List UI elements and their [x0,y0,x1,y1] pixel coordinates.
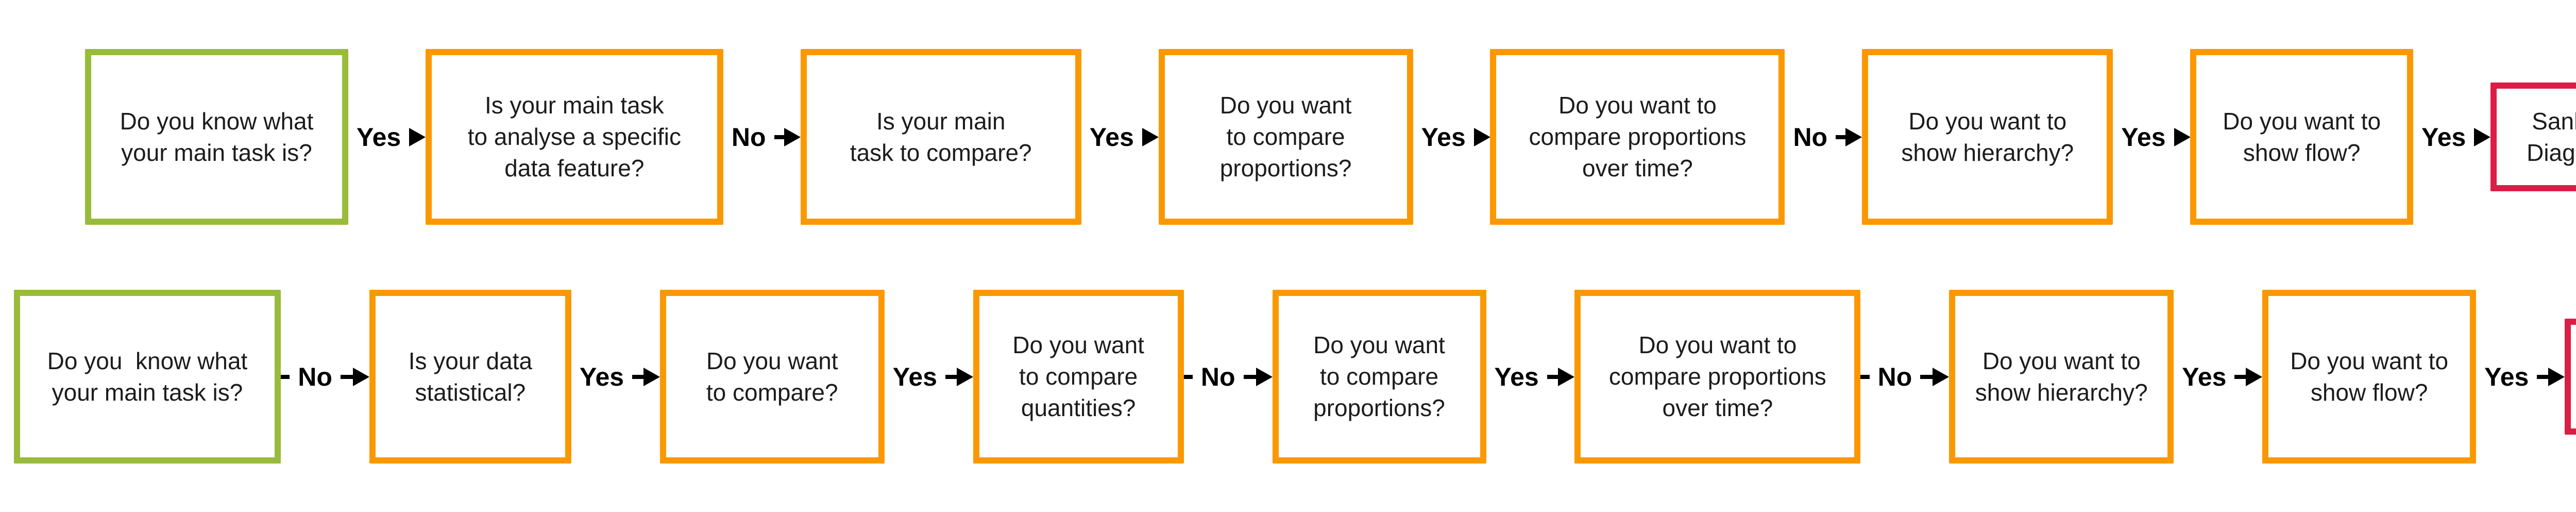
arrow-right-icon [2246,367,2263,386]
arrow-right-icon [1558,367,1575,386]
connector: Yes [2413,122,2491,152]
arrow-right-icon [1933,367,1950,386]
connector: No [281,364,369,390]
node-compare-proportions: Do you want to compare proportions? [1158,49,1413,225]
node-label: Do you want to compare? [706,347,838,406]
node-label: Do you want to compare proportions? [1313,332,1445,421]
node-compare-proportions-over-time: Do you want to compare proportions over … [1490,49,1785,225]
arrow-right-icon [1256,367,1273,386]
arrow-right-icon [1845,127,1862,146]
node-label: Do you want to show flow? [2290,347,2449,406]
connector-label: No [731,122,766,152]
flow-row-top: Do you know what your main task is? Yes … [0,49,2576,225]
connector: Yes [1413,124,1490,150]
connector-label: No [1200,362,1235,391]
arrow-right-icon [1142,127,1159,146]
node-label: Do you want to compare proportions over … [1529,92,1747,181]
connector: No [723,124,801,150]
connector: Yes [885,364,973,390]
connector-line [774,135,784,139]
connector-label: Yes [2182,362,2227,391]
arrow-right-icon [784,127,801,146]
node-compare-quantities: Do you want to compare quantities? [973,290,1184,464]
node-know-main-task: Do you know what your main task is? [85,49,348,225]
connector-label: Yes [357,122,401,152]
node-label: Do you want to compare quantities? [1012,332,1144,421]
arrow-right-icon [352,367,369,386]
connector-label: No [1793,122,1828,152]
connector: Yes [2113,122,2191,152]
flow-row-bottom: Do you know what your main task is? No I… [0,290,2576,464]
node-analyse-specific-feature: Is your main task to analyse a specific … [425,49,723,225]
arrow-right-icon [956,367,973,386]
node-label: Is your data statistical? [408,347,533,406]
connector-label: Yes [2484,362,2529,391]
node-label: Is your main task to analyse a specific … [467,92,681,181]
node-compare-proportions-over-time: Do you want to compare proportions over … [1574,290,1861,464]
arrow-right-icon [409,127,426,146]
node-show-flow: Do you want to show flow? [2262,290,2477,464]
node-label: Do you want to compare proportions? [1219,92,1352,181]
node-label: Do you want to show flow? [2223,107,2381,166]
connector-label: Yes [1089,122,1134,152]
arrow-right-icon [1473,127,1490,146]
connector: No [1785,124,1862,150]
arrow-right-icon [2174,127,2191,146]
node-want-compare: Do you want to compare? [659,290,885,464]
connector: Yes [571,364,660,390]
connector: Yes [2174,362,2263,391]
connector: Yes [348,124,426,150]
connector-line [281,374,290,379]
connector-line [2234,374,2246,379]
node-label: Do you know what your main task is? [120,107,314,166]
connector: Yes [1081,124,1159,150]
arrow-right-icon [2474,127,2491,146]
connector: Yes [1486,364,1575,390]
node-label: Do you want to compare proportions over … [1608,332,1826,421]
connector-label: Yes [1494,362,1539,391]
connector-label: No [298,362,332,391]
connector: No [1860,362,1950,391]
connector-line [1547,374,1558,379]
connector: No [1183,362,1273,391]
connector-line [1836,135,1846,139]
node-label: Do you want to show hierarchy? [1975,347,2148,406]
node-label: Do you want to show hierarchy? [1901,107,2074,166]
connector-label: Yes [892,362,937,391]
node-show-flow: Do you want to show flow? [2190,49,2414,225]
connector-label: Yes [2121,122,2166,152]
arrow-right-icon [2548,367,2565,386]
connector-line [945,374,957,379]
connector-label: Yes [1421,122,1466,152]
node-know-main-task: Do you know what your main task is? [14,290,281,464]
node-show-hierarchy: Do you want to show hierarchy? [1949,290,2174,464]
node-label: Sankey Diagram [2527,107,2576,166]
node-label: Is your main task to compare? [850,107,1032,166]
connector-line [340,374,353,379]
connector-label: No [1877,362,1912,391]
node-sankey-diagram: Sankey Diagram [2490,82,2576,191]
connector-line [1920,374,1933,379]
connector: Yes [2476,364,2565,390]
node-main-task-compare: Is your main task to compare? [800,49,1081,225]
node-label: Do you know what your main task is? [47,347,248,406]
node-data-statistical: Is your data statistical? [369,290,571,464]
connector-line [2537,374,2548,379]
connector-label: Yes [579,362,624,391]
arrow-right-icon [643,367,660,386]
node-show-hierarchy: Do you want to show hierarchy? [1862,49,2113,225]
connector-line [1243,374,1256,379]
connector-line [632,374,643,379]
connector-line [1860,374,1870,379]
node-compare-proportions: Do you want to compare proportions? [1272,290,1486,464]
node-sankey-diagram: Sankey Diagram [2565,319,2576,435]
connector-label: Yes [2421,122,2466,152]
connector-line [1183,374,1193,379]
